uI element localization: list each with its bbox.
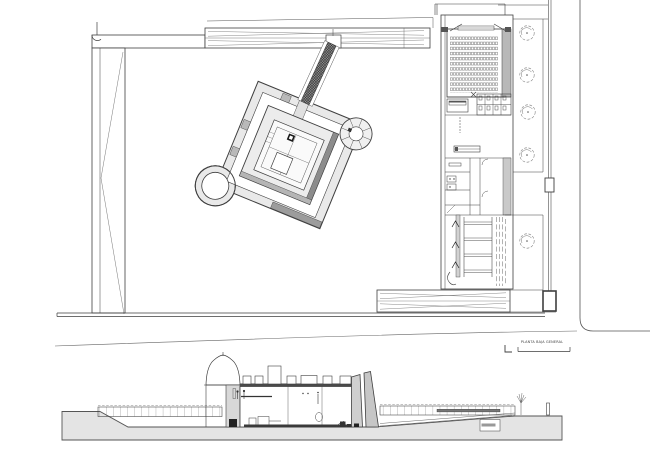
bridge-hatch xyxy=(300,41,337,106)
auditorium xyxy=(441,23,512,98)
auditorium-seats xyxy=(450,36,498,93)
figures xyxy=(232,388,246,399)
new-wall-slabs xyxy=(351,371,379,428)
coastline xyxy=(54,330,578,347)
south-hatched-wall xyxy=(376,289,556,313)
tree-symbol xyxy=(519,67,535,83)
rampart-hatch xyxy=(270,201,323,229)
north-mark xyxy=(504,345,512,353)
tree-symbol xyxy=(519,147,535,163)
ramp-dashes xyxy=(496,217,506,286)
toilet-block xyxy=(476,93,512,116)
annex-building xyxy=(434,3,514,290)
wall-notch xyxy=(91,22,102,41)
entrance-bridge xyxy=(297,29,342,107)
tree-symbol xyxy=(520,104,536,120)
zigzag-marks xyxy=(451,220,460,269)
crenellations xyxy=(242,365,352,385)
road-edge xyxy=(56,312,545,317)
tree-symbol xyxy=(519,233,535,249)
floor-slab xyxy=(244,424,352,428)
site-boundary xyxy=(579,0,650,332)
turret-dome xyxy=(205,354,241,386)
stone-wall-row-right xyxy=(379,392,550,432)
site-outline-top xyxy=(206,17,434,28)
fence-post xyxy=(544,177,555,193)
perimeter-fence xyxy=(548,0,552,308)
entrance-canopy xyxy=(434,3,506,15)
boundary-wall-top xyxy=(91,22,431,49)
patio xyxy=(270,151,294,175)
east-court xyxy=(498,0,557,312)
stair-ramp xyxy=(447,214,506,286)
southwest-tower xyxy=(194,165,236,207)
section-castle xyxy=(204,352,379,428)
tree-symbol xyxy=(519,25,535,41)
scale-bar: PLANTA BAJA GENERAL xyxy=(504,340,571,353)
section-drawing xyxy=(61,352,563,441)
stair-treads xyxy=(464,221,492,273)
stone-wall-row-left xyxy=(97,405,223,417)
x-mark xyxy=(470,91,477,98)
wall-post xyxy=(546,402,550,416)
gate-post xyxy=(542,290,557,312)
wall-hatch-triangles xyxy=(207,30,425,46)
northeast-tower xyxy=(339,117,373,151)
drawing-title: PLANTA BAJA GENERAL xyxy=(521,340,563,344)
handrail xyxy=(436,409,501,413)
wall-hatch-triangle xyxy=(100,51,125,315)
castle-plan xyxy=(194,29,373,230)
plant-figure xyxy=(516,392,527,415)
boundary-wall-left xyxy=(91,47,126,315)
parapet-walk xyxy=(240,383,352,387)
site-plan xyxy=(54,0,650,347)
ramp-lines xyxy=(379,412,516,427)
